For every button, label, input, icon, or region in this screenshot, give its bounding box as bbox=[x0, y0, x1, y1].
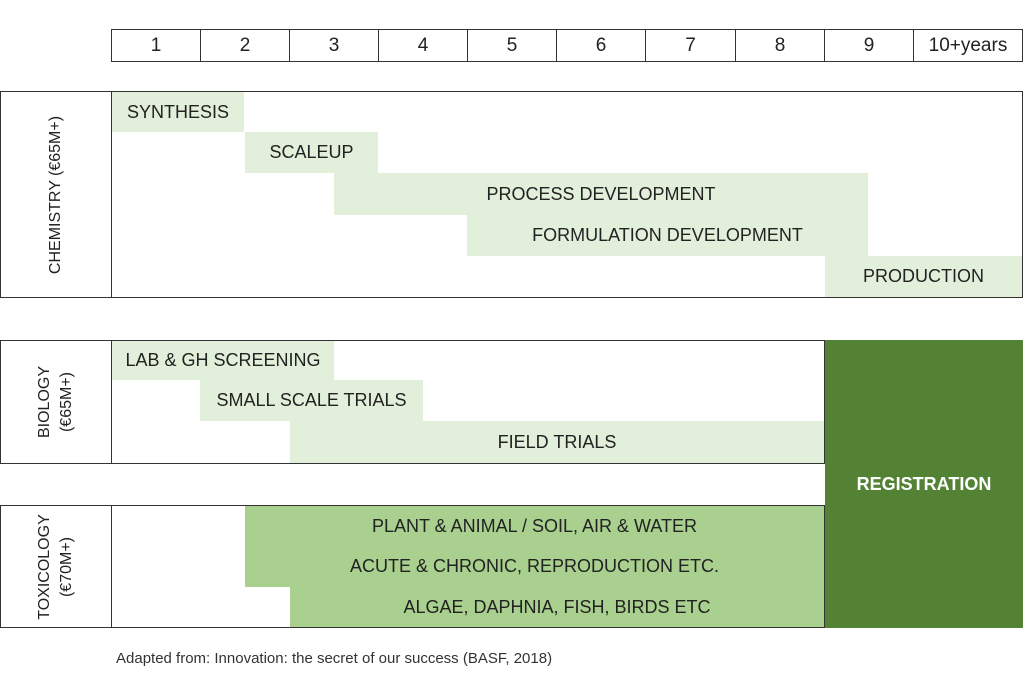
year-cell-3: 3 bbox=[289, 29, 379, 62]
source-caption: Adapted from: Innovation: the secret of … bbox=[116, 650, 553, 667]
algae-daphnia-bar: ALGAE, DAPHNIA, FISH, BIRDS ETC bbox=[290, 587, 824, 627]
synthesis-bar: SYNTHESIS bbox=[112, 92, 244, 132]
chemistry-label-box: CHEMISTRY (€65M+) bbox=[0, 91, 112, 298]
registration-label: REGISTRATION bbox=[856, 473, 992, 494]
biology-label-line1: BIOLOGY bbox=[36, 365, 53, 439]
formulation-development-bar: FORMULATION DEVELOPMENT bbox=[467, 215, 868, 256]
toxicology-label: TOXICOLOGY (€70M+) bbox=[34, 514, 78, 620]
scaleup-bar: SCALEUP bbox=[245, 132, 378, 173]
chemistry-label: CHEMISTRY (€65M+) bbox=[47, 115, 64, 274]
year-cell-8: 8 bbox=[735, 29, 825, 62]
year-cell-4: 4 bbox=[378, 29, 468, 62]
biology-label: BIOLOGY (€65M+) bbox=[34, 366, 78, 438]
year-cell-6: 6 bbox=[556, 29, 646, 62]
biology-label-line2: (€65M+) bbox=[58, 371, 75, 433]
acute-chronic-bar: ACUTE & CHRONIC, REPRODUCTION ETC. bbox=[245, 546, 824, 587]
year-cell-10plus: 10+years bbox=[913, 29, 1023, 62]
year-cell-9: 9 bbox=[824, 29, 914, 62]
year-cell-5: 5 bbox=[467, 29, 557, 62]
toxicology-label-line2: (€70M+) bbox=[57, 536, 75, 597]
registration-block: REGISTRATION bbox=[825, 340, 1023, 628]
production-bar: PRODUCTION bbox=[825, 256, 1022, 297]
toxicology-label-box: TOXICOLOGY (€70M+) bbox=[0, 505, 112, 628]
plant-animal-soil-bar: PLANT & ANIMAL / SOIL, AIR & WATER bbox=[245, 506, 824, 546]
biology-label-box: BIOLOGY (€65M+) bbox=[0, 340, 112, 464]
small-scale-trials-bar: SMALL SCALE TRIALS bbox=[200, 380, 423, 421]
year-cell-2: 2 bbox=[200, 29, 290, 62]
year-cell-7: 7 bbox=[645, 29, 736, 62]
field-trials-bar: FIELD TRIALS bbox=[290, 421, 824, 463]
toxicology-label-line1: TOXICOLOGY bbox=[35, 513, 53, 620]
process-development-bar: PROCESS DEVELOPMENT bbox=[334, 173, 868, 215]
year-cell-1: 1 bbox=[111, 29, 201, 62]
lab-gh-screening-bar: LAB & GH SCREENING bbox=[112, 341, 334, 380]
